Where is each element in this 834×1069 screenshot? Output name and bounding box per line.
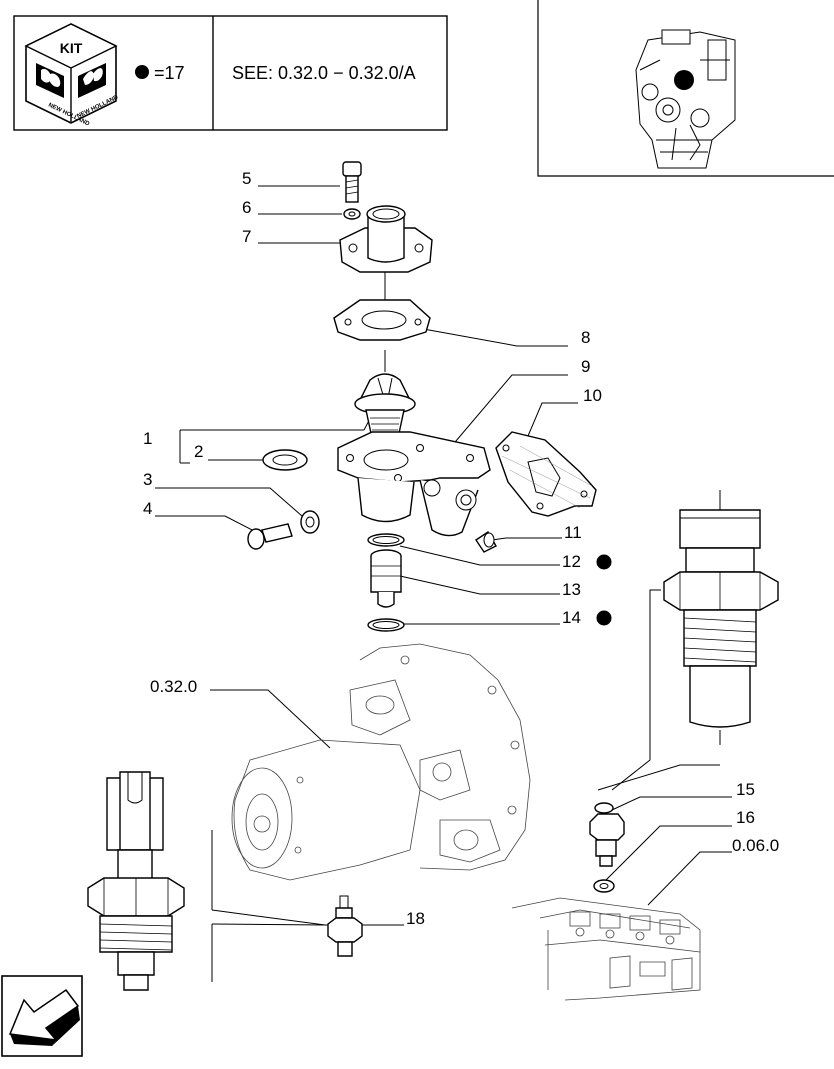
kit-marker-14-icon [596,610,612,626]
o-ring-14 [367,618,405,632]
callout-2: 2 [194,442,203,461]
gasket-10 [495,431,597,517]
callout-11: 11 [564,523,582,542]
kit-marker-12-icon [596,554,612,570]
callout-16: 16 [736,808,755,827]
callout-labels: 5 6 7 8 9 10 1 2 3 4 11 12 13 14 0.32.0 … [143,169,779,928]
callout-3: 3 [143,470,152,489]
callout-10: 10 [583,386,602,405]
callout-0-32-0: 0.32.0 [150,677,197,696]
kit-marker-icon [135,65,149,79]
callout-15: 15 [736,780,755,799]
cylinder-head-reference [511,897,701,1001]
leader-lines [155,185,732,982]
sensor-detail-right [663,509,779,728]
washer-3 [300,510,320,534]
callout-4: 4 [143,499,152,518]
see-reference: SEE: 0.32.0 − 0.32.0/A [232,63,416,83]
engine-thumbnail-icon [537,0,834,177]
seal-2 [262,449,308,471]
callout-6: 6 [242,198,251,217]
callout-8: 8 [581,328,590,347]
callout-0-06-0: 0.06.0 [732,836,779,855]
valve-13 [370,549,402,608]
header-box [13,15,448,131]
callout-14: 14 [562,608,581,627]
sensor-detail-left [87,771,185,991]
kit-quantity: =17 [154,63,185,83]
sender-18 [327,895,363,957]
callout-1: 1 [143,429,152,448]
callout-9: 9 [581,357,590,376]
o-ring-12 [367,533,405,547]
kit-cube-icon: KIT NEW HOLLAND NEW HOLLAND [24,23,120,128]
bolt-5 [342,161,362,203]
callout-5: 5 [242,169,251,188]
gasket-8 [333,299,431,341]
callout-12: 12 [562,552,581,571]
callout-18: 18 [406,909,425,928]
callout-7: 7 [242,227,251,246]
new-holland-logo-right [78,63,106,98]
washer-6 [343,208,361,220]
washer-16 [593,879,615,893]
temperature-sensor-15 [589,802,625,867]
thermostat-cover-7 [339,205,433,273]
kit-label: KIT [60,40,83,56]
callout-13: 13 [562,580,581,599]
plug-11 [475,531,497,553]
back-arrow-icon[interactable] [1,975,83,1057]
bolt-4 [247,523,293,550]
new-holland-logo-left [36,63,64,98]
thermostat-housing-9 [337,431,491,537]
water-pump-reference [231,643,531,881]
